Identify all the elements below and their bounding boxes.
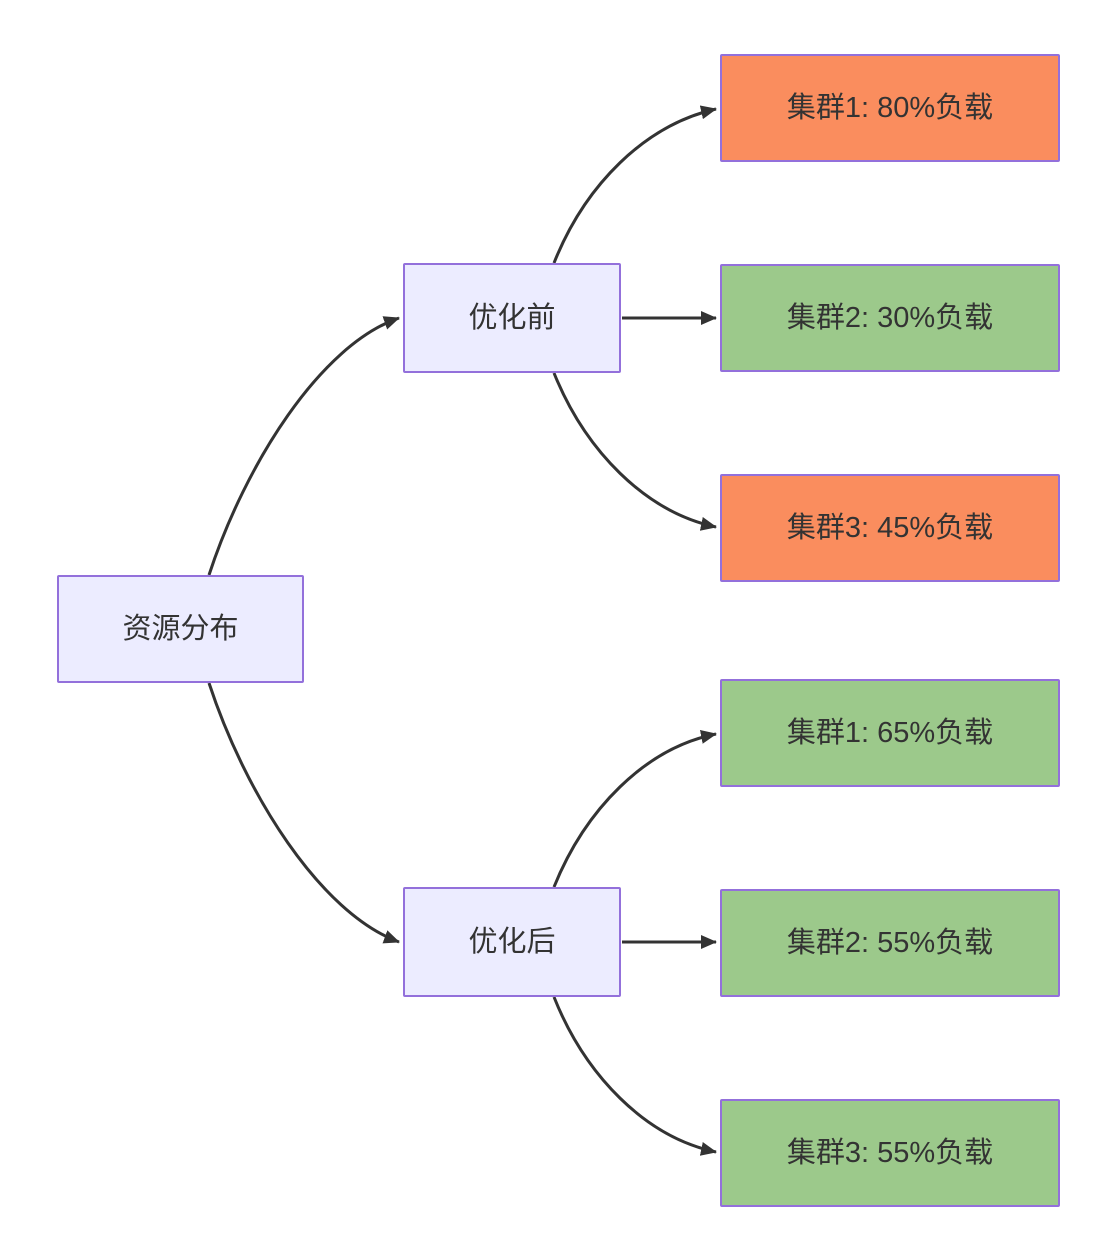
root-node-resource-distribution: 资源分布 [57, 575, 304, 683]
cluster-node-label: 集群1: 65%负载 [786, 716, 994, 749]
edge-before-to-cluster3 [552, 372, 717, 531]
cluster-node-after-1: 集群1: 65%负载 [720, 679, 1060, 787]
branch-node-after-optimization: 优化后 [403, 887, 621, 997]
cluster-node-label: 集群1: 80%负载 [786, 91, 994, 124]
branch-node-label: 优化前 [468, 301, 556, 334]
cluster-node-after-3: 集群3: 55%负载 [720, 1099, 1060, 1207]
cluster-node-label: 集群2: 30%负载 [786, 301, 994, 334]
cluster-node-label: 集群3: 45%负载 [786, 511, 994, 544]
edge-root-to-after [207, 682, 400, 944]
edge-after-to-cluster1 [552, 730, 717, 888]
cluster-node-before-3: 集群3: 45%负载 [720, 474, 1060, 582]
cluster-node-label: 集群3: 55%负载 [786, 1136, 994, 1169]
cluster-node-label: 集群2: 55%负载 [786, 926, 994, 959]
root-node-label: 资源分布 [122, 612, 239, 645]
edge-after-to-cluster3 [552, 996, 717, 1156]
branch-node-before-optimization: 优化前 [403, 263, 621, 373]
branch-node-label: 优化后 [468, 925, 556, 958]
edge-before-to-cluster1 [552, 105, 717, 264]
cluster-node-before-1: 集群1: 80%负载 [720, 54, 1060, 162]
cluster-node-after-2: 集群2: 55%负载 [720, 889, 1060, 997]
cluster-node-before-2: 集群2: 30%负载 [720, 264, 1060, 372]
edge-root-to-before [207, 316, 400, 576]
